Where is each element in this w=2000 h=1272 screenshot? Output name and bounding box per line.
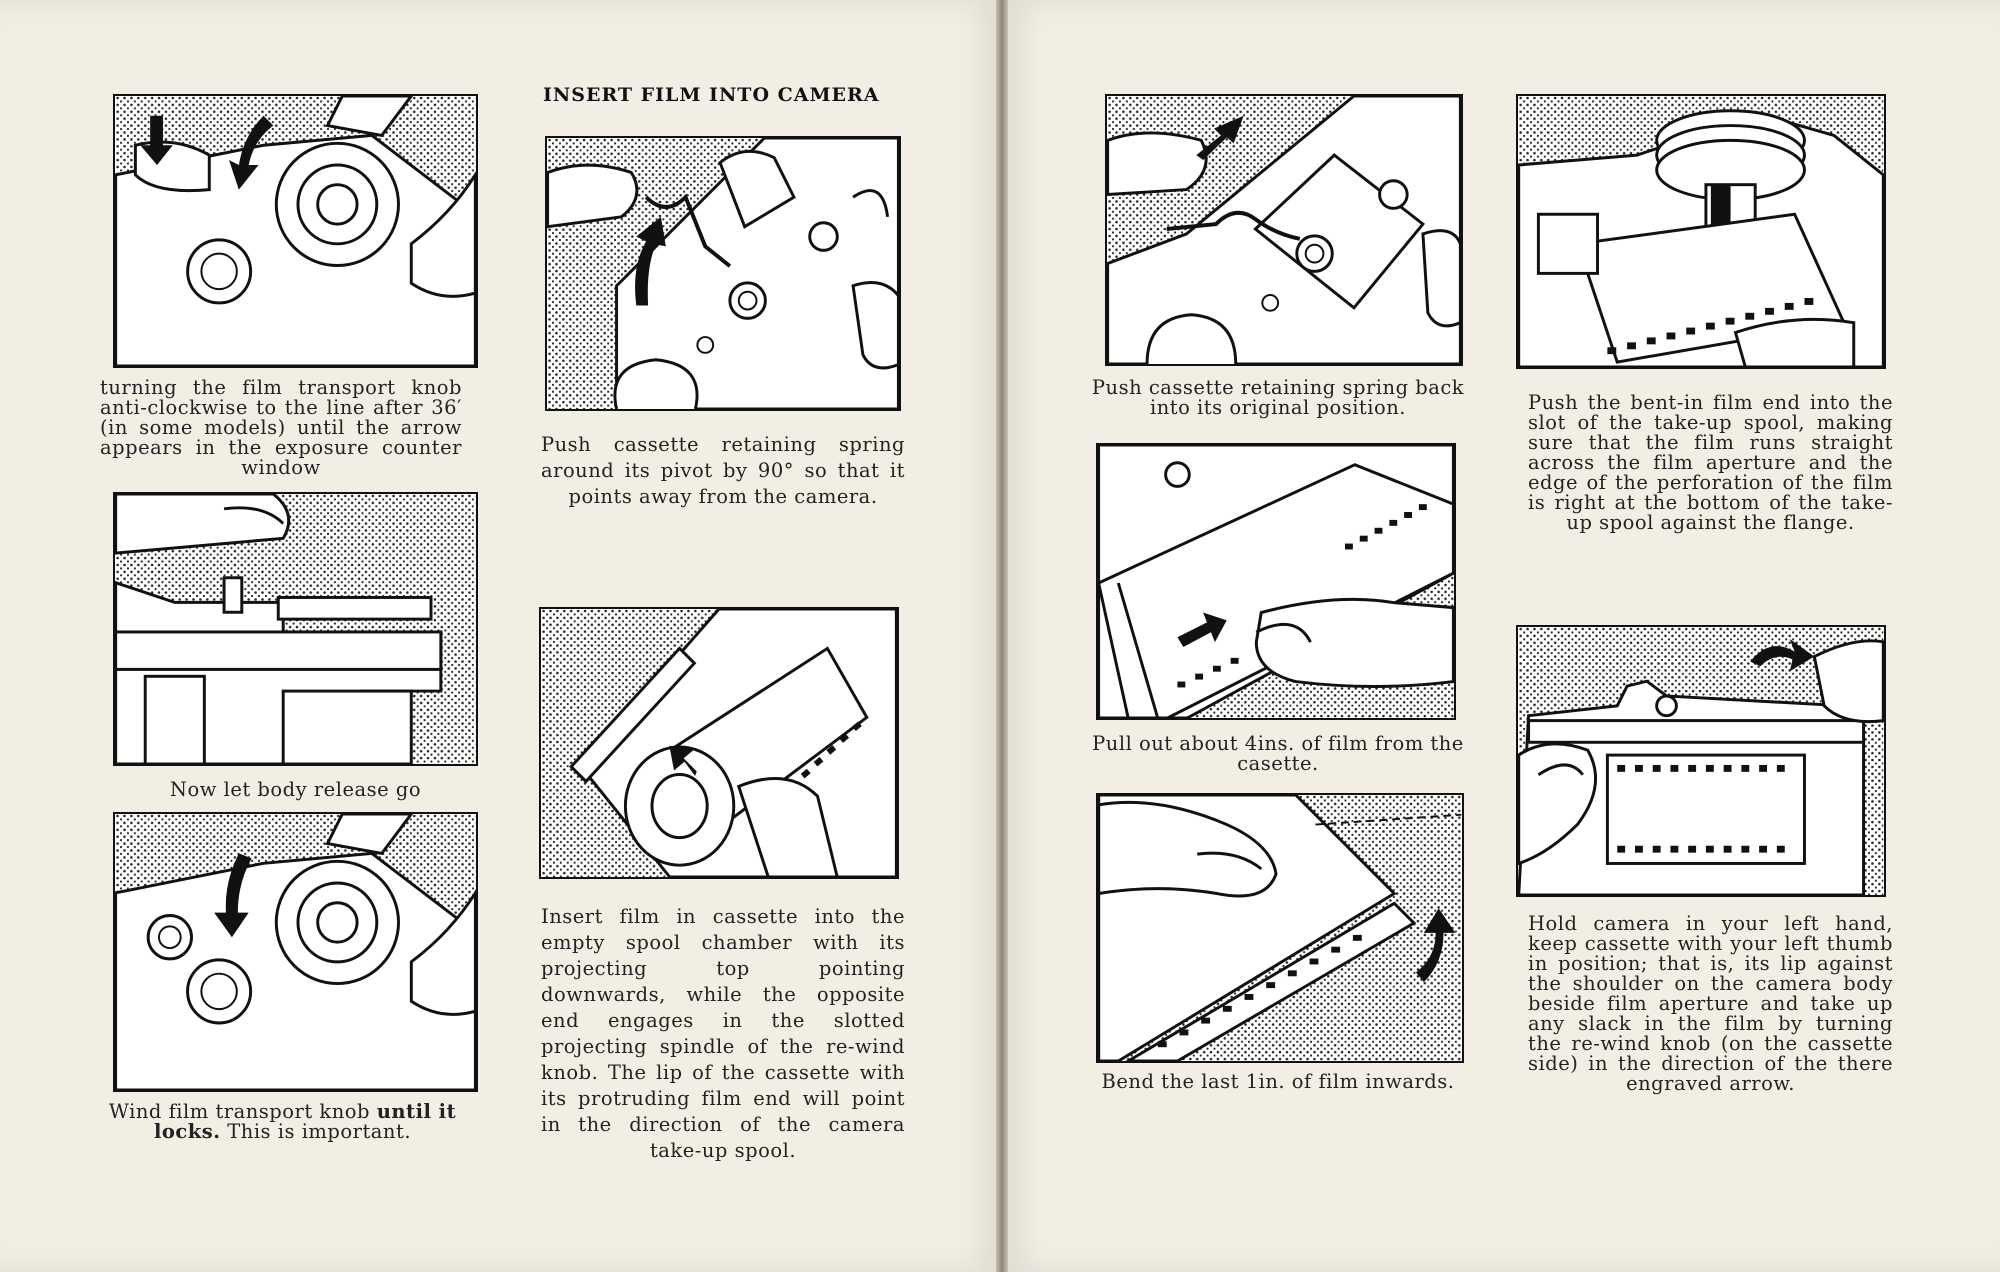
caption-step-2: Now let body release go [169, 778, 422, 801]
book-gutter [996, 0, 1008, 1272]
panel-take-up-spool [1516, 94, 1886, 369]
panel-spring-close [1105, 94, 1463, 366]
caption-step-3-text: Wind film transport knob [108, 1100, 370, 1123]
panel-pull-film [1096, 443, 1456, 720]
bend-film-illustration [1098, 795, 1462, 1061]
caption-step-3-emphasis: until it locks. [153, 1100, 457, 1143]
panel-wind-knob [113, 812, 478, 1092]
panel-cassette-insert [539, 607, 899, 879]
retaining-spring-open-illustration [547, 138, 899, 409]
panel-counter-knob [113, 94, 478, 368]
panel-body-release [113, 492, 478, 766]
caption-step-5: Insert film in cassette into the empty s… [541, 905, 905, 1162]
panel-hold-camera [1516, 625, 1886, 897]
panel-bend-film [1096, 793, 1464, 1063]
counter-knob-illustration [115, 96, 476, 366]
caption-step-1: turning the film transport knob anti-clo… [100, 376, 462, 479]
retaining-spring-close-illustration [1107, 96, 1461, 364]
cassette-insert-illustration [541, 609, 897, 877]
caption-step-8: Bend the last 1in. of film inwards. [1101, 1070, 1455, 1093]
page-heading: INSERT FILM INTO CAMERA [543, 84, 880, 106]
wind-knob-illustration [115, 814, 476, 1090]
pull-film-illustration [1098, 445, 1454, 718]
panel-spring-open [545, 136, 901, 411]
caption-step-10: Hold camera in your left hand, keep cass… [1528, 912, 1893, 1095]
caption-step-7: Pull out about 4ins. of film from the ca… [1092, 732, 1464, 775]
take-up-spool-illustration [1518, 96, 1884, 367]
caption-step-3: Wind film transport knob until it locks.… [100, 1102, 465, 1142]
caption-step-3-note: This is important. [227, 1120, 412, 1143]
body-release-illustration [115, 494, 476, 764]
caption-step-4: Push cassette retaining spring around it… [541, 433, 905, 508]
caption-step-6: Push cassette retaining spring back into… [1091, 376, 1465, 419]
caption-step-9: Push the bent-in film end into the slot … [1528, 391, 1893, 534]
hold-camera-illustration [1518, 627, 1884, 895]
